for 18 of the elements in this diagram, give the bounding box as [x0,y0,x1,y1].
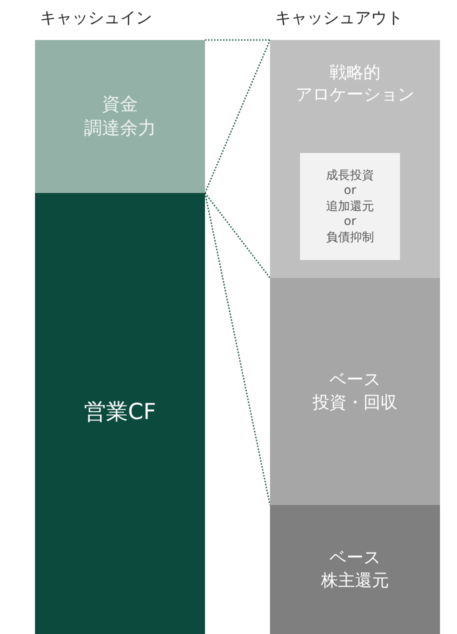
dotted-connector [205,39,270,41]
strategic-allocation-block [270,40,440,278]
dotted-connector [204,192,271,278]
block-label: 営業CF [84,399,156,428]
operating-cf-block [35,193,205,634]
block-label: ベース株主還元 [321,547,389,592]
option-box [300,153,400,260]
column-header: キャッシュイン [40,8,152,29]
base-return-block [270,505,440,634]
dotted-connector [204,40,271,194]
base-investment-block [270,278,440,505]
block-label: 戦略的アロケーション [296,62,414,106]
block-label: 資金調達余力 [84,93,156,140]
funding-capacity-block [35,40,205,193]
option-text: 成長投資 or 追加還元 or 負債抑制 [326,168,374,246]
column-header: キャッシュアウト [275,8,403,29]
dotted-connector [204,192,271,506]
block-label: ベース投資・回収 [312,369,398,414]
